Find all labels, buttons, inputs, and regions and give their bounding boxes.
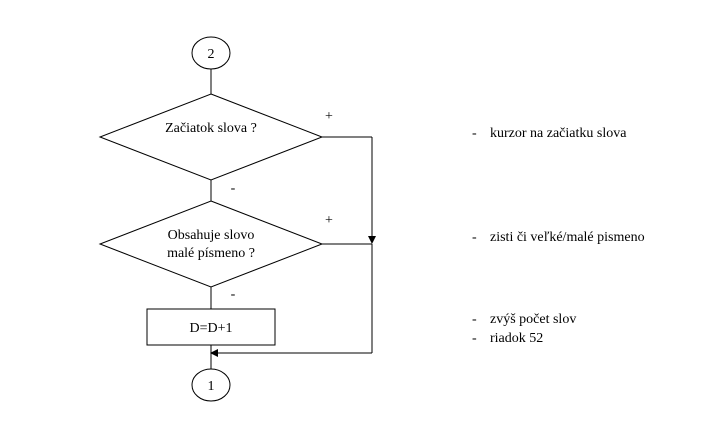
decision-1-shape <box>98 93 324 181</box>
note-1-text: kurzor na začiatku slova <box>490 126 627 141</box>
note-1: -kurzor na začiatku slova <box>472 124 626 143</box>
decision-2-label-line2: malé písmeno ? <box>167 246 255 261</box>
decision-1-label: Začiatok slova ? <box>165 121 257 136</box>
connector-bottom-shape <box>191 368 231 402</box>
process-1-shape <box>146 308 276 346</box>
note-1-bullet: - <box>472 126 477 141</box>
note-3-text-2: riadok 52 <box>490 331 544 346</box>
note-2-bullet: - <box>472 230 477 245</box>
note-2-text: zisti či veľké/malé pismeno <box>490 230 645 245</box>
decision-2-label-line1: Obsahuje slovo <box>168 228 255 243</box>
decision-2-shape <box>98 200 324 288</box>
connector-bottom-label: 1 <box>208 379 215 394</box>
decision-2-yes-label: + <box>325 213 333 228</box>
note-3-text-1: zvýš počet slov <box>490 312 577 327</box>
decision-1-no-label: - <box>231 181 236 196</box>
note-3-line-2: -riadok 52 <box>472 329 576 348</box>
note-3-bullet-1: - <box>472 312 477 327</box>
note-2: -zisti či veľké/malé pismeno <box>472 228 645 247</box>
note-3-bullet-2: - <box>472 331 477 346</box>
decision-1-yes-label: + <box>325 109 333 124</box>
note-3: -zvýš počet slov -riadok 52 <box>472 310 576 348</box>
process-1-label: D=D+1 <box>189 321 232 336</box>
decision-2-no-label: - <box>231 287 236 302</box>
note-3-line-1: -zvýš počet slov <box>472 310 576 329</box>
connector-top-label: 2 <box>208 47 215 62</box>
